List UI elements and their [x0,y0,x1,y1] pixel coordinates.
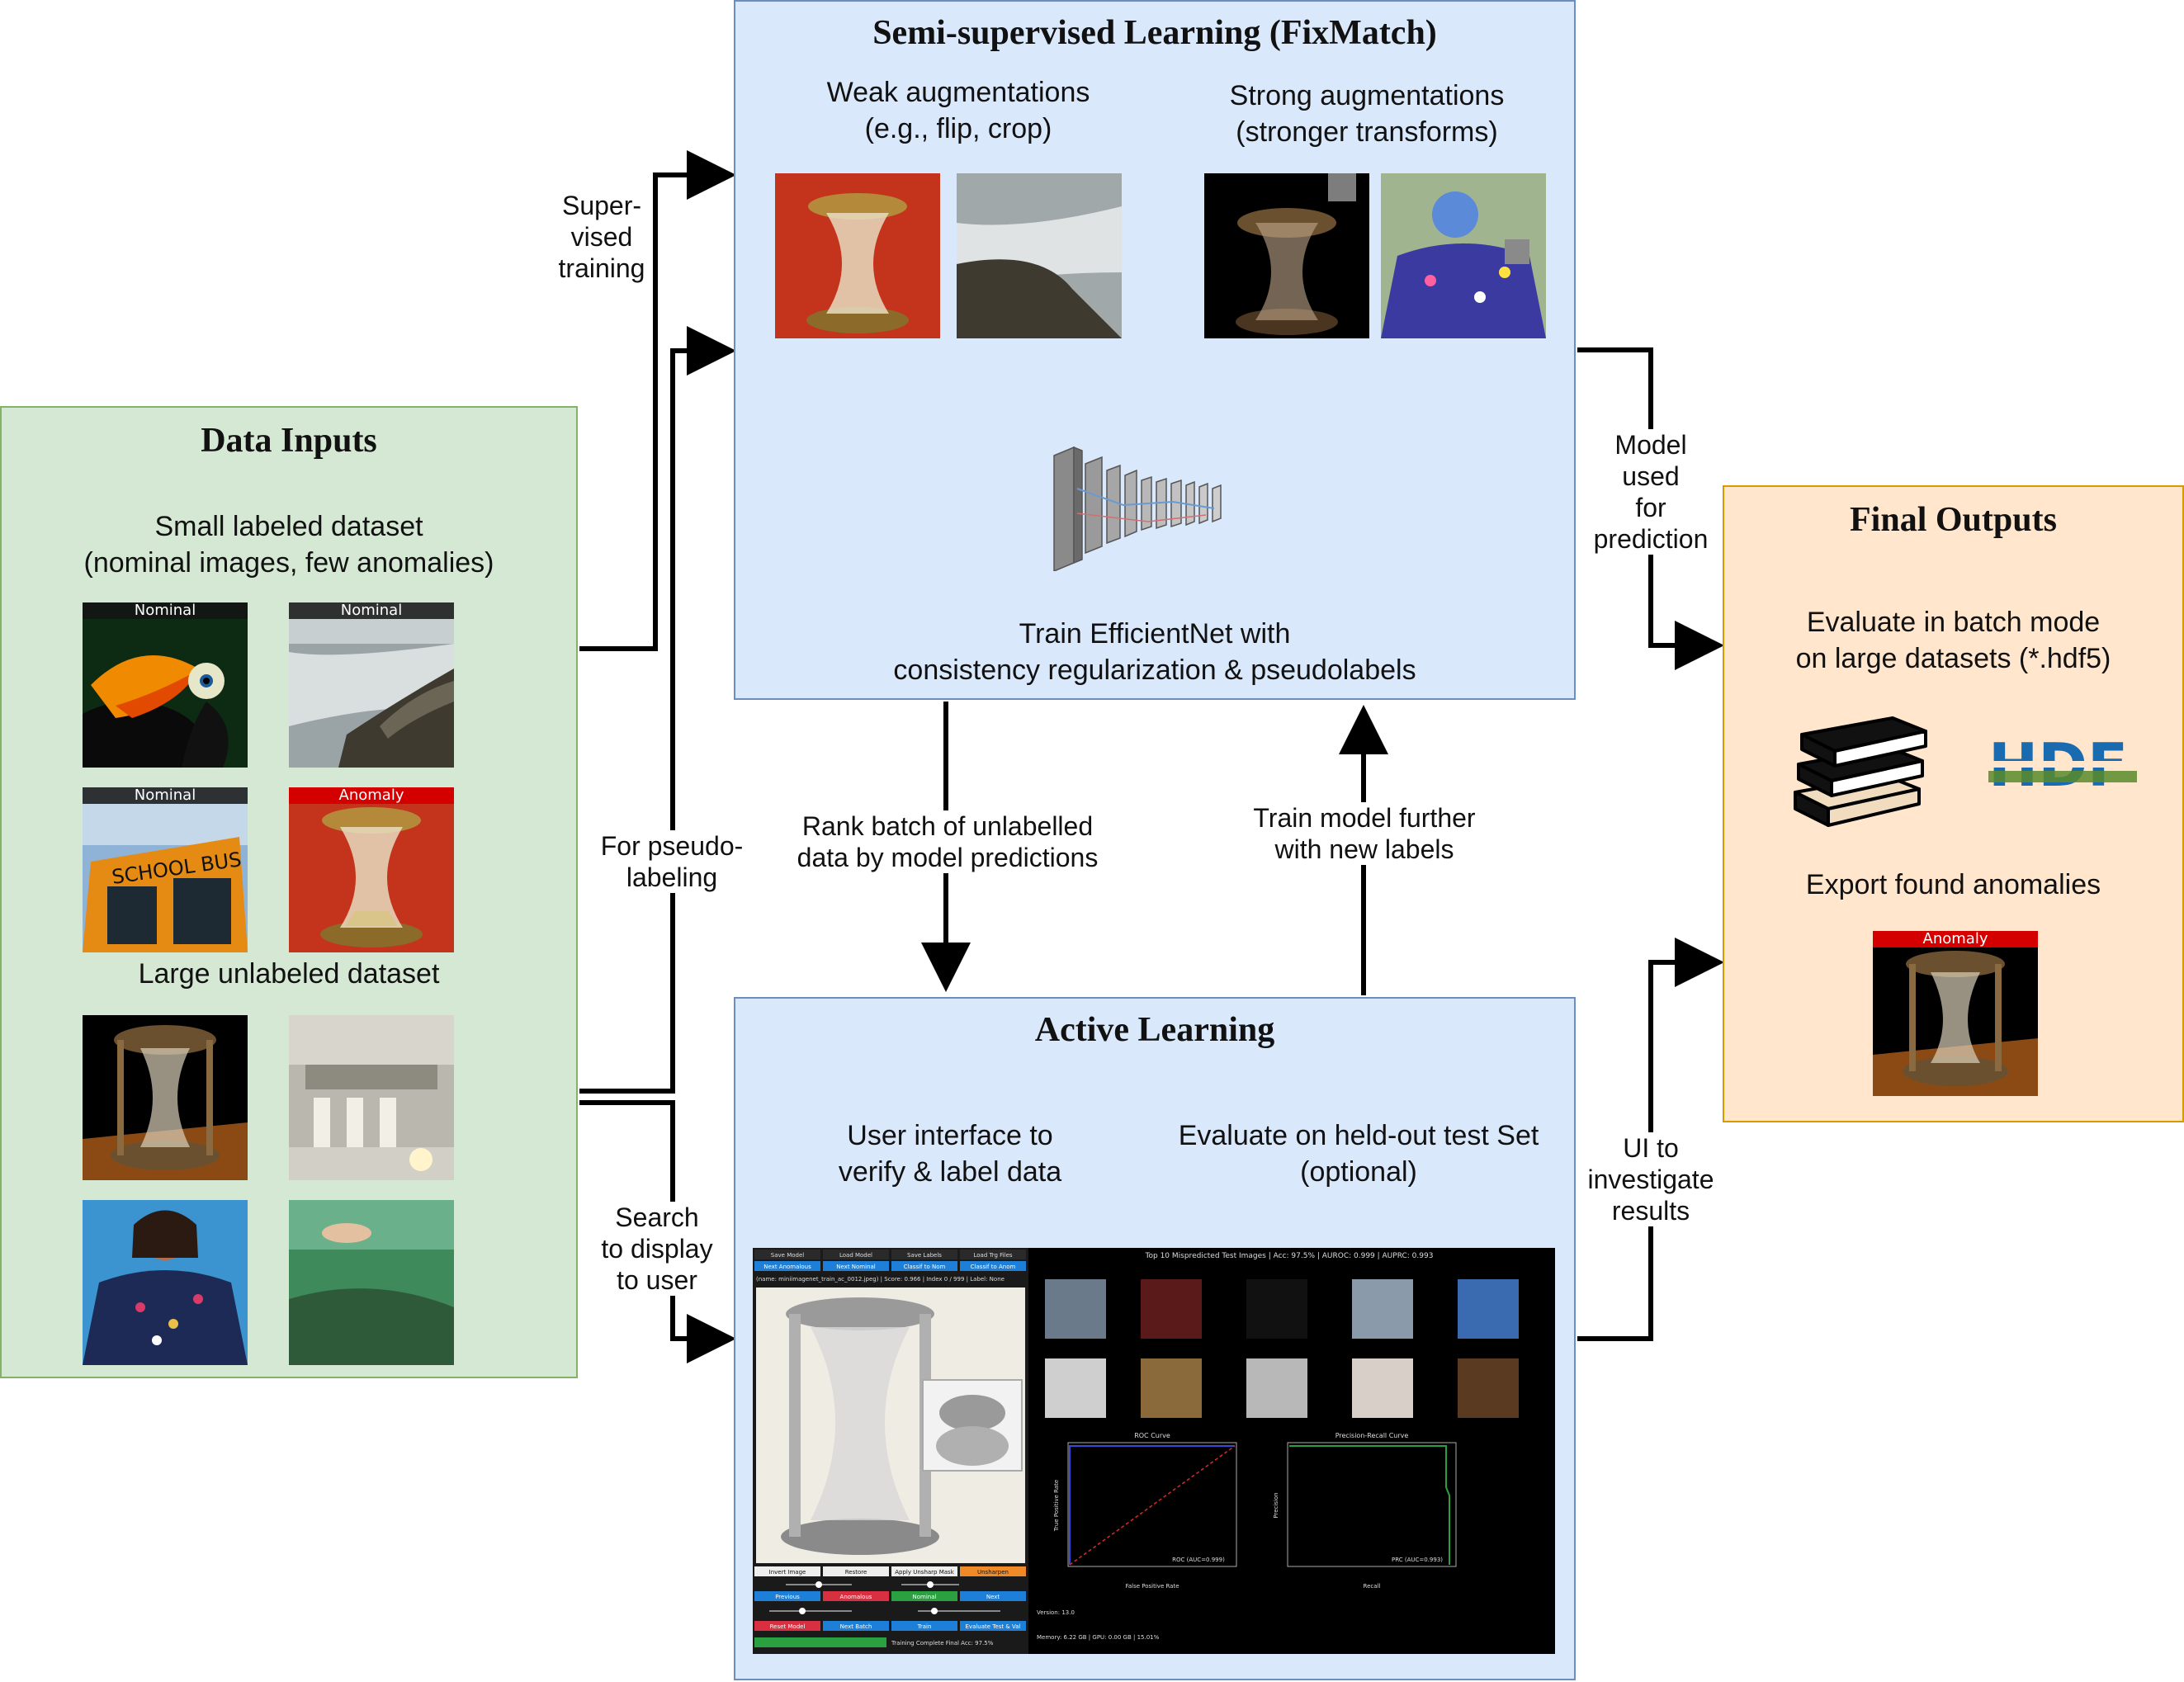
gui-roc-title: ROC Curve [1134,1432,1170,1439]
anomaly-tag: Anomaly [289,787,454,804]
gui-previous-button: Previous [775,1594,800,1600]
labeling-gui-screenshot: Save Model Load Model Save Labels Load T… [753,1248,1555,1654]
school-bus-image: SCHOOL BUS Nominal [83,787,248,952]
gui-save-labels-button: Save Labels [907,1252,942,1259]
final-outputs-panel: Final Outputs Evaluate in batch mode on … [1723,485,2184,1122]
underwater-image [289,1200,454,1365]
labeled-dataset-heading: Small labeled dataset (nominal images, f… [83,511,494,579]
model-used-label: Model used for prediction [1583,429,1718,555]
ui-investigate-label: UI to investigate results [1583,1132,1718,1226]
strong-woman-image [1381,173,1546,338]
pseudo-label-arrow [579,326,736,1094]
gui-nominal-button: Nominal [913,1594,937,1600]
gui-status-text: Training Complete Final Acc: 97.5% [891,1640,994,1647]
nominal-tag: Nominal [83,602,248,619]
woman-image [83,1200,248,1365]
efficientnet-icon [1053,446,1222,571]
ssl-title: Semi-supervised Learning (FixMatch) [872,14,1437,52]
export-anomalies-text: Export found anomalies [1805,869,2101,900]
gui-load-model-button: Load Model [839,1252,872,1259]
gui-save-model-button: Save Model [771,1252,804,1259]
gui-classif-nom-button: Classif to Nom [904,1264,946,1270]
semi-supervised-panel: Semi-supervised Learning (FixMatch) Weak… [734,0,1576,700]
gui-unsharp-button: Apply Unsharp Mask [895,1569,954,1576]
gui-invert-button: Invert Image [769,1569,806,1576]
gui-classif-anom-button: Classif to Anom [971,1264,1016,1270]
gui-version-text: Version: 13.0 [1037,1609,1075,1616]
exported-hourglass-image: Anomaly [1873,931,2038,1096]
data-inputs-panel: Data Inputs Small labeled dataset (nomin… [0,406,578,1378]
gui-pr-legend: PRC (AUC=0.993) [1392,1557,1443,1563]
gui-next-anomalous-button: Next Anomalous [763,1264,811,1270]
hourglass-image: Anomaly [289,787,454,952]
unlabeled-dataset-heading: Large unlabeled dataset [138,958,440,990]
data-inputs-title: Data Inputs [201,422,377,460]
toucan-image: Nominal [83,602,248,768]
chapel-image [289,1015,454,1180]
gui-pr-ylabel: Precision [1273,1492,1279,1518]
gui-memory-text: Memory: 6.22 GB | GPU: 0.00 GB | 15.01% [1037,1634,1160,1641]
gui-pr-xlabel: Recall [1364,1583,1381,1590]
weak-augmentations-heading: Weak augmentations (e.g., flip, crop) [826,77,1090,144]
gui-reset-model-button: Reset Model [770,1623,806,1630]
gui-train-button: Train [917,1623,932,1630]
weak-coast-image [957,173,1122,338]
train-efficientnet-text: Train EfficientNet with consistency regu… [893,618,1416,686]
train-further-label: Train model further with new labels [1228,802,1501,865]
gui-file-info: (name: miniimagenet_train_ac_0012.jpeg) … [756,1276,1005,1283]
books-icon [1794,716,1927,827]
mispredicted-thumbnails [1045,1279,1519,1418]
pseudo-labeling-label: For pseudo- labeling [583,830,761,893]
user-interface-heading: User interface to verify & label data [838,1120,1062,1188]
active-learning-title: Active Learning [1034,1011,1275,1049]
gui-roc-legend: ROC (AUC=0.999) [1172,1557,1225,1563]
supervised-arrow [579,150,736,651]
hourglass-image [83,1015,248,1180]
supervised-training-label: Super- vised training [558,191,645,283]
gui-next-nominal-button: Next Nominal [836,1264,876,1270]
strong-augmentations-heading: Strong augmentations (stronger transform… [1229,80,1505,148]
evaluate-test-heading: Evaluate on held-out test Set (optional) [1178,1120,1539,1188]
strong-hourglass-image [1204,173,1369,338]
nominal-tag: Nominal [83,787,248,804]
gui-restore-button: Restore [845,1569,867,1576]
search-display-label: Search to display to user [591,1202,723,1296]
gui-evaluate-button: Evaluate Test & Val [966,1623,1021,1630]
gui-pr-title: Precision-Recall Curve [1335,1432,1409,1439]
rank-batch-label: Rank batch of unlabelled data by model p… [782,810,1113,873]
coast-image: Nominal [289,602,454,768]
final-outputs-title: Final Outputs [1850,501,2057,539]
gui-unsharpen-button: Unsharpen [977,1569,1009,1576]
gui-next-button: Next [986,1594,1000,1600]
gui-load-files-button: Load Trg Files [973,1252,1012,1259]
anomaly-tag: Anomaly [1873,931,2038,947]
hdf-logo-icon: HDF [1988,731,2137,797]
nominal-tag: Nominal [289,602,454,619]
batch-mode-text: Evaluate in batch mode on large datasets… [1795,607,2111,674]
weak-hourglass-image [775,173,940,338]
gui-next-batch-button: Next Batch [840,1623,872,1630]
gui-roc-xlabel: False Positive Rate [1125,1583,1179,1590]
gui-anomalous-button: Anomalous [840,1594,872,1600]
gui-mispredicted-header: Top 10 Mispredicted Test Images | Acc: 9… [1145,1252,1434,1260]
gui-roc-ylabel: True Positive Rate [1053,1480,1060,1532]
